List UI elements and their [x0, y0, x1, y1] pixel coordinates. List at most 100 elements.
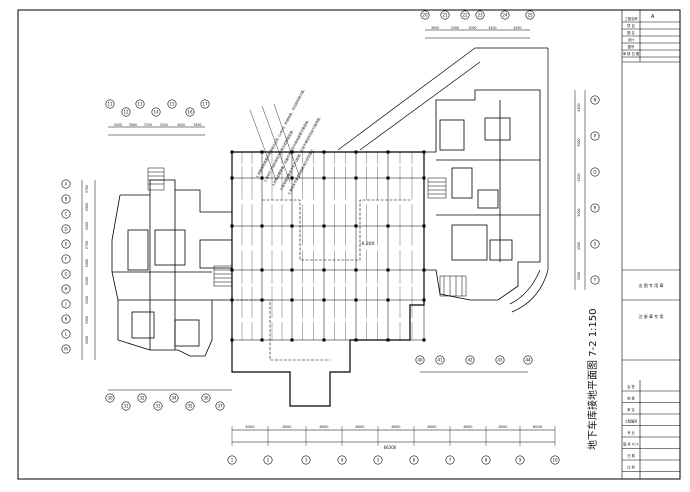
axis-bubble: 13	[135, 99, 145, 109]
axis-bubble: 32	[137, 393, 147, 403]
dimension-text: 5100	[85, 277, 89, 285]
axis-bubble: 20	[420, 10, 430, 20]
axis-label: 16	[187, 109, 193, 114]
axis-label: A	[65, 181, 68, 186]
axis-bubble: 12	[121, 107, 131, 117]
seal-box-1: 出 图 专 用 章	[638, 282, 663, 288]
title-block	[621, 10, 680, 479]
column	[322, 338, 326, 342]
title-block-row-label: 项 目	[627, 24, 635, 28]
dimension-text: 8000	[499, 425, 508, 429]
title-block-cell: 会 签	[627, 384, 635, 389]
axis-label: 35	[187, 403, 193, 408]
axis-bubble: 43	[495, 355, 505, 365]
title-block-row-label: 工程名称	[624, 16, 638, 21]
title-block-cell: 专 业	[627, 430, 634, 435]
column	[386, 176, 390, 180]
column	[422, 224, 426, 228]
bottom-total-dimension: 66300	[384, 445, 397, 450]
dimension-text: 2900	[577, 272, 581, 280]
axis-bubble: 7	[445, 455, 455, 465]
column	[290, 224, 294, 228]
drawing-title: 地下车库接地平面图 7-2 1:150	[586, 308, 599, 450]
axis-label: N	[594, 97, 597, 102]
axis-bubble: 35	[185, 401, 195, 411]
sheet-border	[17, 9, 681, 480]
column	[322, 176, 326, 180]
axis-label: Q	[593, 169, 596, 174]
title-block-top-label: A	[651, 14, 655, 20]
dimension-text: 4500	[577, 173, 581, 181]
dimension-text: 6300	[246, 425, 255, 429]
axis-label: 4	[341, 457, 344, 462]
axis-label: J	[64, 301, 66, 306]
column	[290, 338, 294, 342]
axis-label: 43	[497, 357, 503, 362]
axis-label: 41	[437, 357, 443, 362]
grounding-conductor	[236, 199, 410, 361]
column	[290, 298, 294, 302]
seal-box-2: 注 册 章 专 用	[638, 313, 663, 319]
axis-label: 20	[422, 12, 428, 17]
axis-label: 17	[202, 101, 208, 106]
axis-label: 14	[153, 109, 159, 114]
dimension-text: 4500	[85, 336, 89, 344]
title-block-cell: 比 例	[627, 465, 634, 470]
axis-label: 5	[377, 457, 380, 462]
axis-bubble: C	[61, 209, 71, 219]
garage-outline	[231, 151, 425, 407]
column	[322, 150, 326, 154]
axis-label: T	[593, 277, 597, 282]
column	[322, 298, 326, 302]
axis-label: 32	[139, 395, 145, 400]
dimension-text: 3700	[85, 185, 89, 193]
axis-label: D	[64, 226, 67, 231]
column	[260, 298, 264, 302]
column	[354, 338, 358, 342]
axis-bubble: A	[61, 179, 71, 189]
dimension-text: 5500	[193, 123, 201, 127]
axis-label: K	[65, 316, 68, 321]
axis-bubble: G	[61, 269, 71, 279]
dimension-text: 3200	[85, 222, 89, 230]
axis-bubble: B	[61, 194, 71, 204]
axis-bubble: 33	[153, 401, 163, 411]
column	[290, 176, 294, 180]
axis-label: E	[65, 241, 68, 246]
axis-bubble: 25	[525, 10, 535, 20]
axis-label: F	[65, 256, 68, 261]
axis-bubble: 30	[105, 393, 115, 403]
axis-label: 42	[467, 357, 473, 362]
axis-label: 21	[442, 12, 448, 17]
ramp	[337, 47, 549, 313]
dimension-text: 4500	[488, 26, 496, 30]
dimension-text: 8000	[356, 425, 365, 429]
parking-grid	[231, 151, 425, 341]
column	[260, 224, 264, 228]
axis-bubble: N	[590, 95, 600, 105]
axis-label: 13	[137, 101, 143, 106]
axis-bubble: 36	[201, 393, 211, 403]
dimension-text: 4500	[577, 242, 581, 250]
axis-bubble: 44	[523, 355, 533, 365]
dimension-text: 5000	[577, 138, 581, 146]
axis-bubble: 22	[460, 10, 470, 20]
axis-bubble: 11	[105, 99, 115, 109]
axis-bubble: K	[61, 314, 71, 324]
axis-label: C	[65, 211, 68, 216]
axis-label: 22	[462, 12, 468, 17]
axis-label: 10	[552, 457, 558, 462]
axis-label: 8	[485, 457, 488, 462]
axis-bubble: 40	[415, 355, 425, 365]
axis-bubble: 10	[550, 455, 560, 465]
column	[386, 224, 390, 228]
axis-label: 30	[107, 395, 113, 400]
